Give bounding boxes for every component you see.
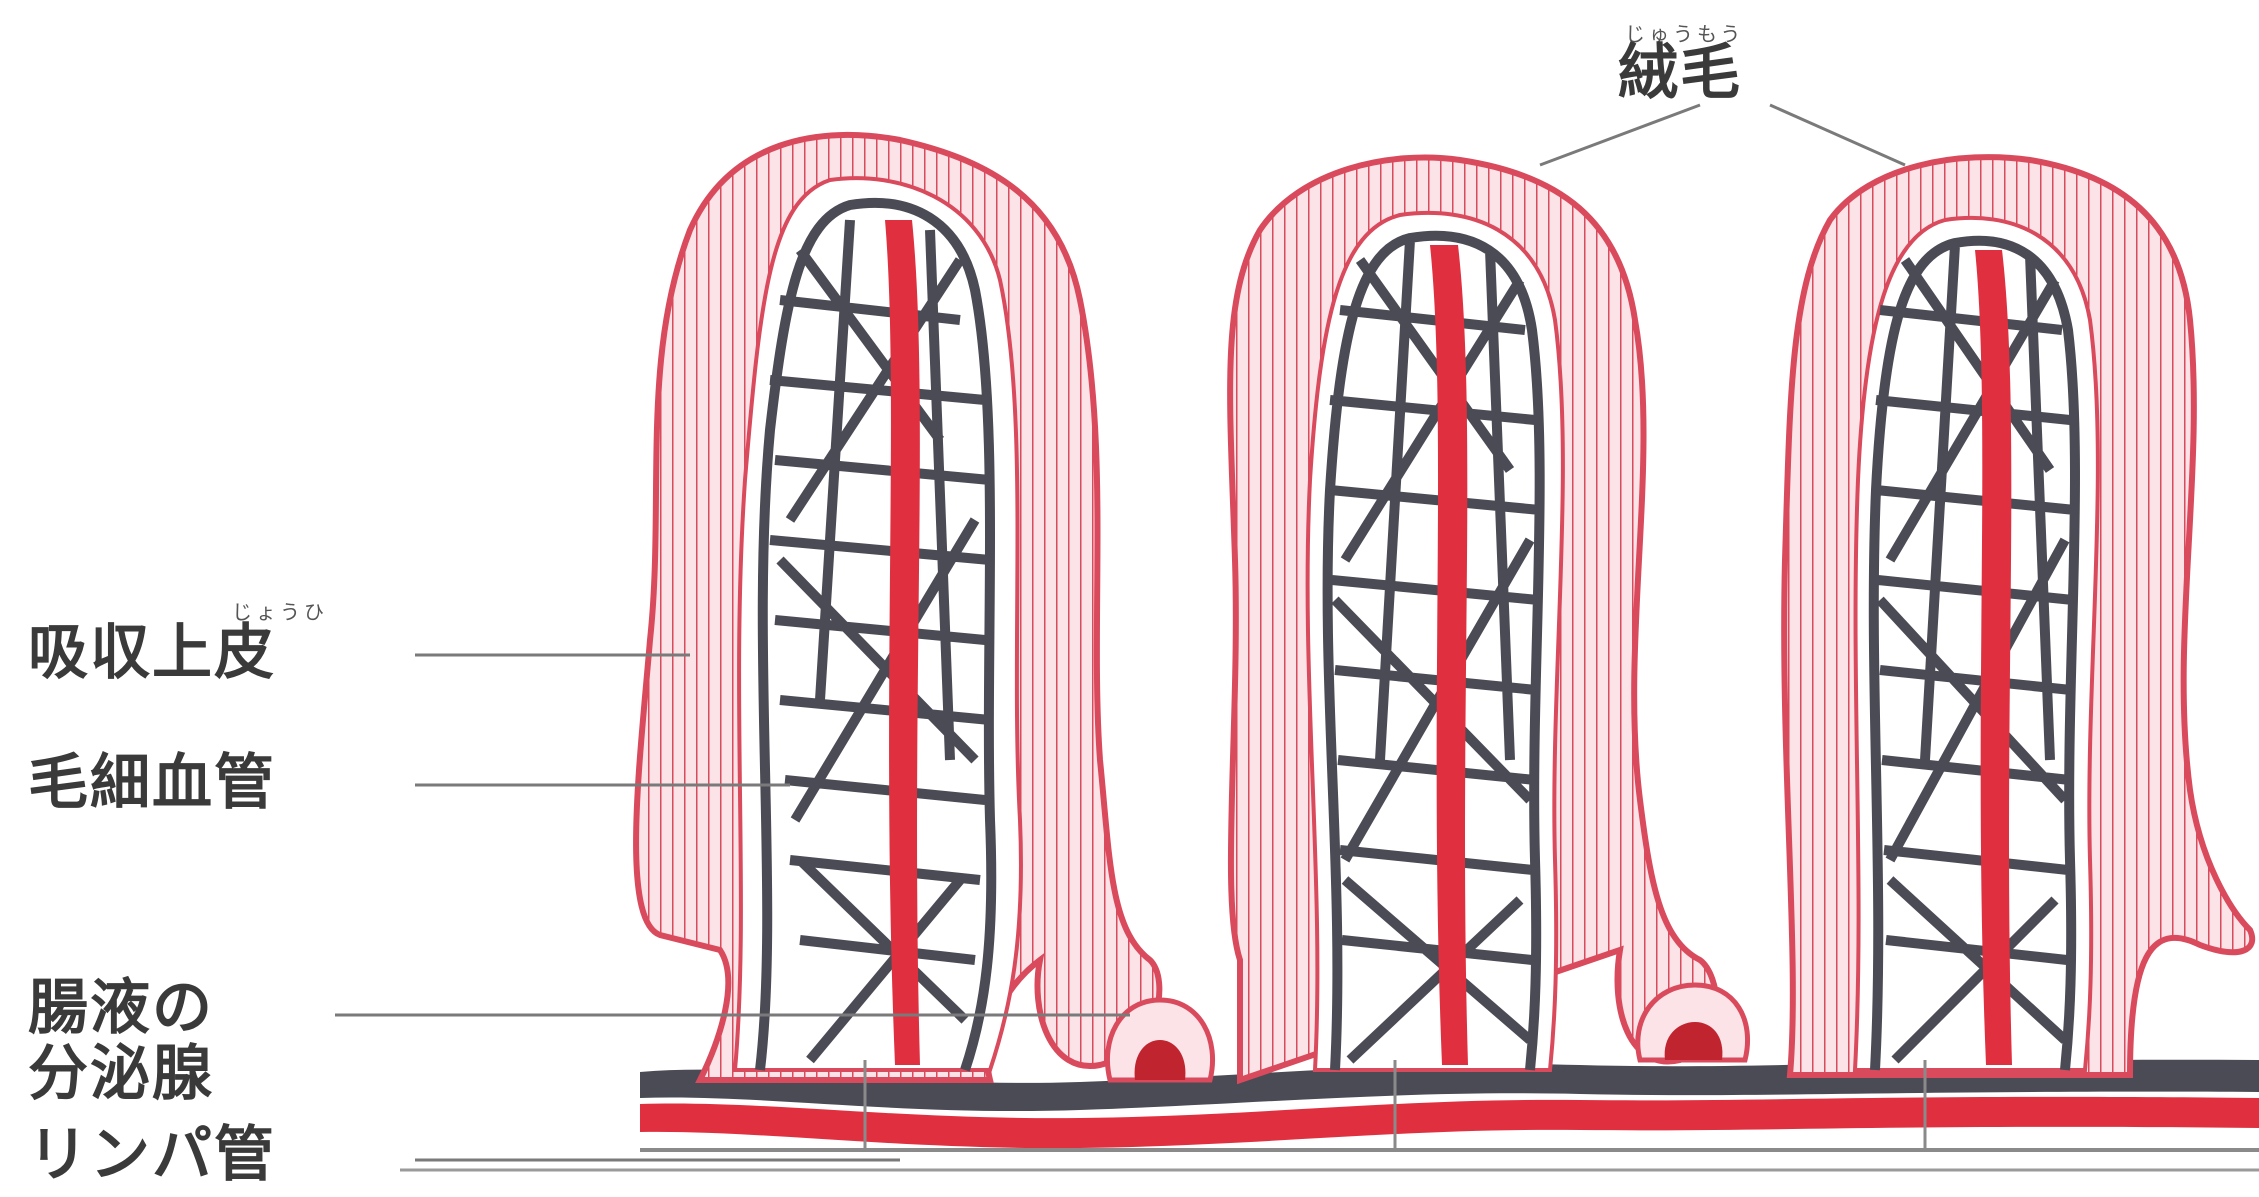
leader-villi-1 bbox=[1540, 105, 1700, 165]
villus-2 bbox=[1230, 158, 1716, 1080]
label-intestinal-gland: 腸液の 分泌腺 bbox=[28, 975, 214, 1107]
villus-1 bbox=[636, 135, 1159, 1080]
label-intestinal-gland-line1: 腸液の bbox=[28, 975, 214, 1041]
villus-3 bbox=[1784, 157, 2252, 1075]
label-capillary: 毛細血管 bbox=[28, 750, 276, 816]
leader-villi-2 bbox=[1770, 105, 1905, 165]
label-intestinal-gland-line2: 分泌腺 bbox=[28, 1041, 214, 1107]
label-villi: 絨毛 bbox=[1618, 40, 1742, 106]
label-absorptive-epithelium: 吸収上皮 bbox=[28, 620, 276, 686]
label-lymph-vessel: リンパ管 bbox=[28, 1122, 276, 1188]
